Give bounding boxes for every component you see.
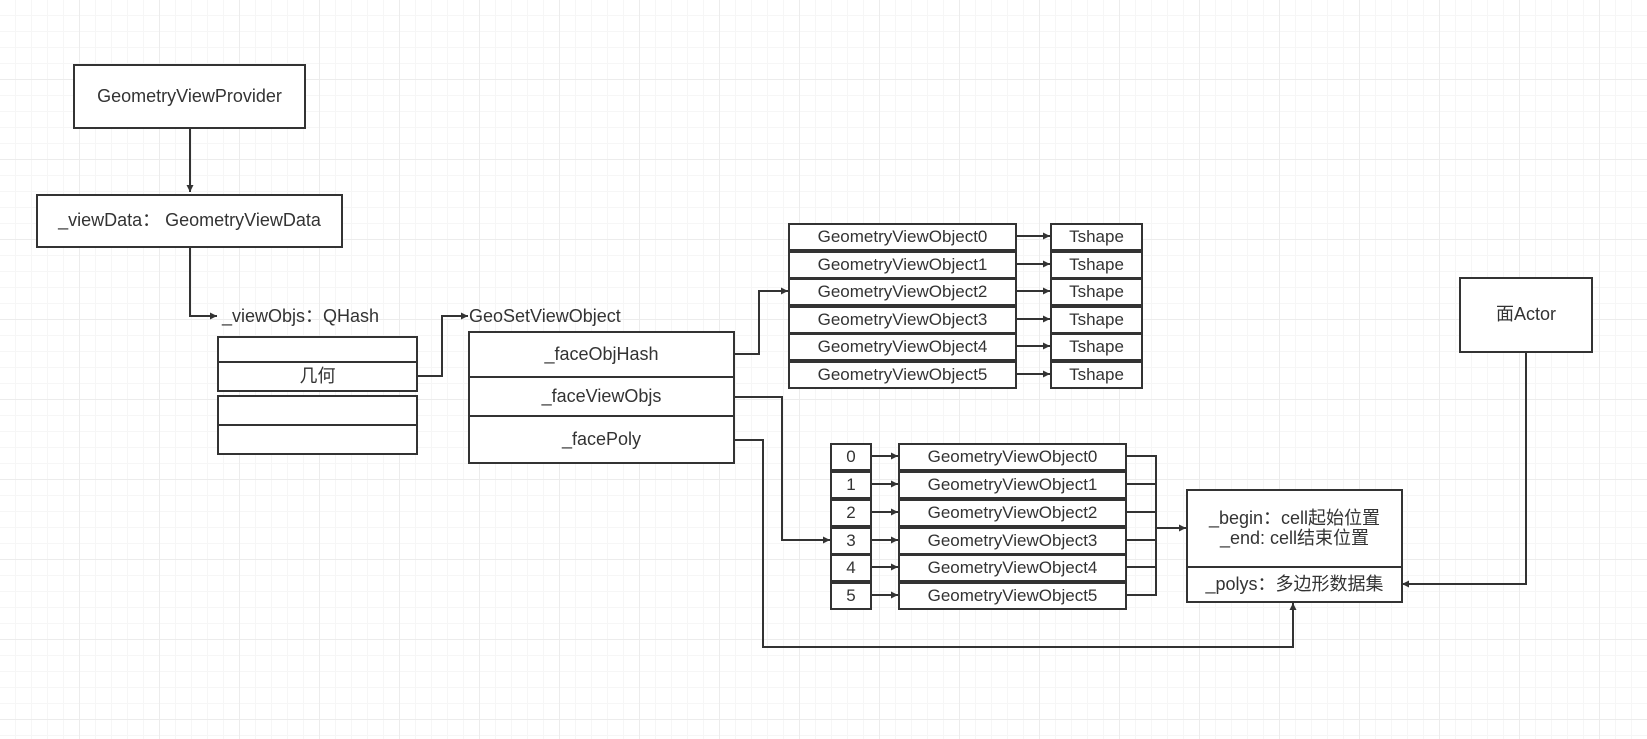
view-data-box: _viewData： GeometryViewData <box>36 194 343 248</box>
list-object-4: GeometryViewObject4 <box>898 554 1127 582</box>
bracket-list-objects <box>1126 455 1157 596</box>
geoset-field-face-obj-hash: _faceObjHash <box>468 331 735 378</box>
list-object-5: GeometryViewObject5 <box>898 582 1127 610</box>
list-index-5: 5 <box>830 582 872 610</box>
view-objs-label: _viewObjs：QHash <box>222 306 380 326</box>
list-object-3: GeometryViewObject3 <box>898 527 1127 555</box>
hash-object-3: GeometryViewObject3 <box>788 306 1017 334</box>
hash-cell-3 <box>217 395 418 426</box>
list-object-0: GeometryViewObject0 <box>898 443 1127 471</box>
tshape-1: Tshape <box>1050 251 1143 279</box>
hash-cell-geometry: 几何 <box>217 361 418 392</box>
arrow-viewdata-to-viewobjs <box>189 247 217 320</box>
list-index-4: 4 <box>830 554 872 582</box>
poly-info-begin: _begin：cell起始位置 <box>1208 507 1381 528</box>
list-index-2: 2 <box>830 499 872 527</box>
geoset-field-face-poly: _facePoly <box>468 415 735 464</box>
poly-info-end: _end: cell结束位置 <box>1219 527 1370 548</box>
hash-object-2: GeometryViewObject2 <box>788 278 1017 306</box>
arrow-faceviewobjs-to-list <box>733 396 830 544</box>
tshape-2: Tshape <box>1050 278 1143 306</box>
arrow-facepoly-to-polyinfo <box>733 439 1297 648</box>
list-index-1: 1 <box>830 471 872 499</box>
poly-info-polys-box: _polys：多边形数据集 <box>1186 566 1403 603</box>
geoset-view-object-label: GeoSetViewObject <box>469 306 621 326</box>
geometry-view-provider-box: GeometryViewProvider <box>73 64 306 129</box>
hash-cell-1 <box>217 336 418 363</box>
face-actor-box: 面Actor <box>1459 277 1593 353</box>
list-index-3: 3 <box>830 527 872 555</box>
tshape-0: Tshape <box>1050 223 1143 251</box>
hash-object-1: GeometryViewObject1 <box>788 251 1017 279</box>
geoset-field-face-view-objs: _faceViewObjs <box>468 376 735 417</box>
tshape-4: Tshape <box>1050 333 1143 361</box>
arrow-hash-to-geoset <box>418 312 468 377</box>
hash-object-5: GeometryViewObject5 <box>788 361 1017 389</box>
list-index-0: 0 <box>830 443 872 471</box>
poly-info-range-box: _begin：cell起始位置 _end: cell结束位置 <box>1186 489 1403 568</box>
arrow-faceobjhash-to-objects <box>733 287 788 355</box>
list-object-2: GeometryViewObject2 <box>898 499 1127 527</box>
hash-cell-4 <box>217 424 418 455</box>
list-object-1: GeometryViewObject1 <box>898 471 1127 499</box>
hash-object-0: GeometryViewObject0 <box>788 223 1017 251</box>
tshape-5: Tshape <box>1050 361 1143 389</box>
arrow-actor-to-polys <box>1402 352 1527 588</box>
hash-object-4: GeometryViewObject4 <box>788 333 1017 361</box>
tshape-3: Tshape <box>1050 306 1143 334</box>
